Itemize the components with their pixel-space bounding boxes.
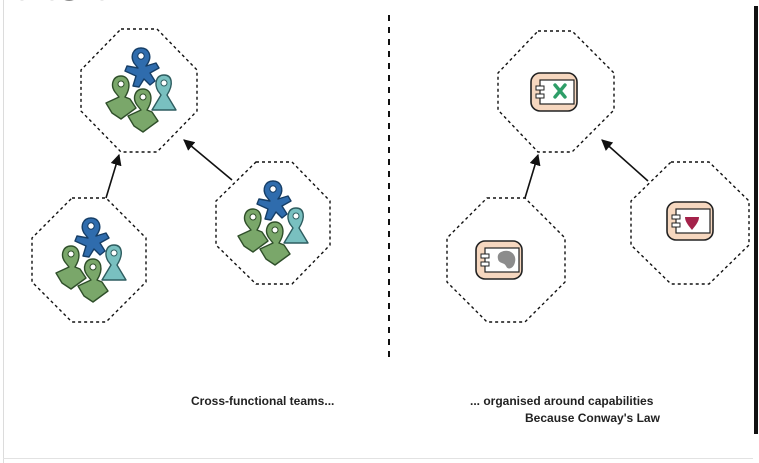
green-x-icon xyxy=(553,83,567,99)
arrow-team-right-to-top xyxy=(183,139,233,181)
arrow-capability-right-to-top xyxy=(601,139,649,182)
caption-cross-functional-teams: Cross-functional teams... xyxy=(191,394,335,408)
frame-left-edge xyxy=(3,0,4,463)
frame-bottom-edge xyxy=(3,458,753,459)
caption-organised-around-capabilities: ... organised around capabilities xyxy=(470,394,654,408)
component-icon-top xyxy=(530,72,578,112)
arrow-team-left-to-top xyxy=(105,153,122,199)
caption-because-conways-law: Because Conway's Law xyxy=(525,411,660,425)
frame-right-edge xyxy=(754,6,758,434)
grey-blob-icon xyxy=(497,250,516,269)
arrow-capability-left-to-top xyxy=(524,153,541,199)
crimson-heart-icon xyxy=(685,217,699,230)
